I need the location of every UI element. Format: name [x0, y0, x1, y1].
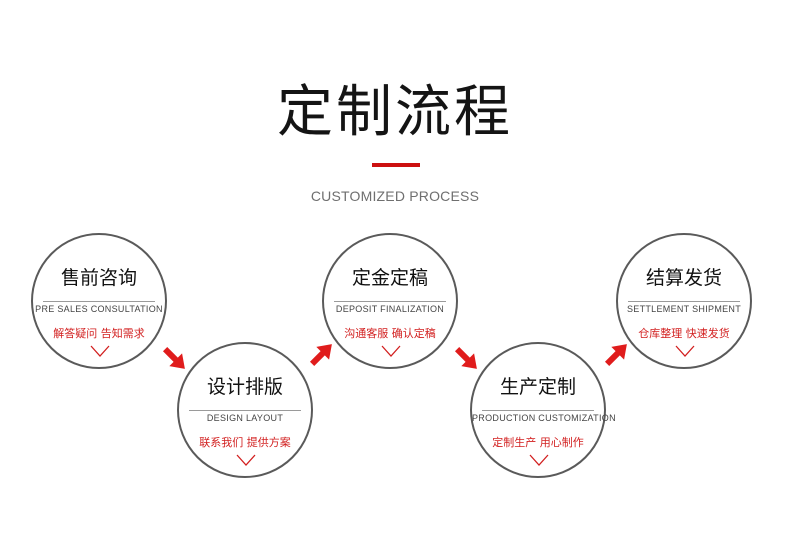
step-circle-pre-sales: 售前咨询 PRE SALES CONSULTATION 解答疑问 告知需求 — [31, 233, 167, 369]
chevron-down-icon — [90, 345, 110, 357]
arrow-down-right-icon — [162, 346, 185, 369]
step-divider — [189, 410, 301, 411]
step-title: 设计排版 — [206, 376, 283, 398]
page-subtitle: CUSTOMIZED PROCESS — [310, 188, 480, 204]
step-divider — [482, 410, 594, 411]
step-circle-deposit: 定金定稿 DEPOSIT FINALIZATION 沟通客服 确认定稿 — [322, 233, 458, 369]
step-title: 定金定稿 — [351, 267, 428, 289]
step-english-label: PRE SALES CONSULTATION — [35, 304, 163, 314]
page-title: 定制流程 — [277, 80, 513, 145]
arrow-up-right-icon — [604, 344, 627, 367]
step-circle-production: 生产定制 PRODUCTION CUSTOMIZATION 定制生产 用心制作 — [470, 342, 616, 478]
step-title: 结算发货 — [645, 267, 722, 289]
step-description: 仓库整理 快速发货 — [638, 327, 730, 340]
step-english-label: DEPOSIT FINALIZATION — [335, 304, 445, 314]
step-circle-design-layout: 设计排版 DESIGN LAYOUT 联系我们 提供方案 — [177, 342, 313, 478]
step-description: 联系我们 提供方案 — [199, 436, 291, 449]
chevron-down-icon — [236, 454, 256, 466]
arrow-down-right-icon — [454, 346, 477, 369]
step-english-label: SETTLEMENT SHIPMENT — [626, 304, 742, 314]
step-divider — [334, 301, 446, 302]
title-underline — [372, 163, 420, 167]
step-description: 沟通客服 确认定稿 — [344, 327, 436, 340]
step-title: 生产定制 — [499, 376, 576, 398]
step-english-label: PRODUCTION CUSTOMIZATION — [472, 413, 616, 423]
step-circle-settlement: 结算发货 SETTLEMENT SHIPMENT 仓库整理 快速发货 — [616, 233, 752, 369]
arrow-up-right-icon — [309, 344, 332, 367]
step-divider — [43, 301, 155, 302]
chevron-down-icon — [675, 345, 695, 357]
step-title: 售前咨询 — [60, 267, 137, 289]
chevron-down-icon — [381, 345, 401, 357]
step-description: 定制生产 用心制作 — [492, 436, 584, 449]
step-divider — [628, 301, 740, 302]
step-english-label: DESIGN LAYOUT — [206, 413, 284, 423]
step-description: 解答疑问 告知需求 — [53, 327, 145, 340]
chevron-down-icon — [529, 454, 549, 466]
